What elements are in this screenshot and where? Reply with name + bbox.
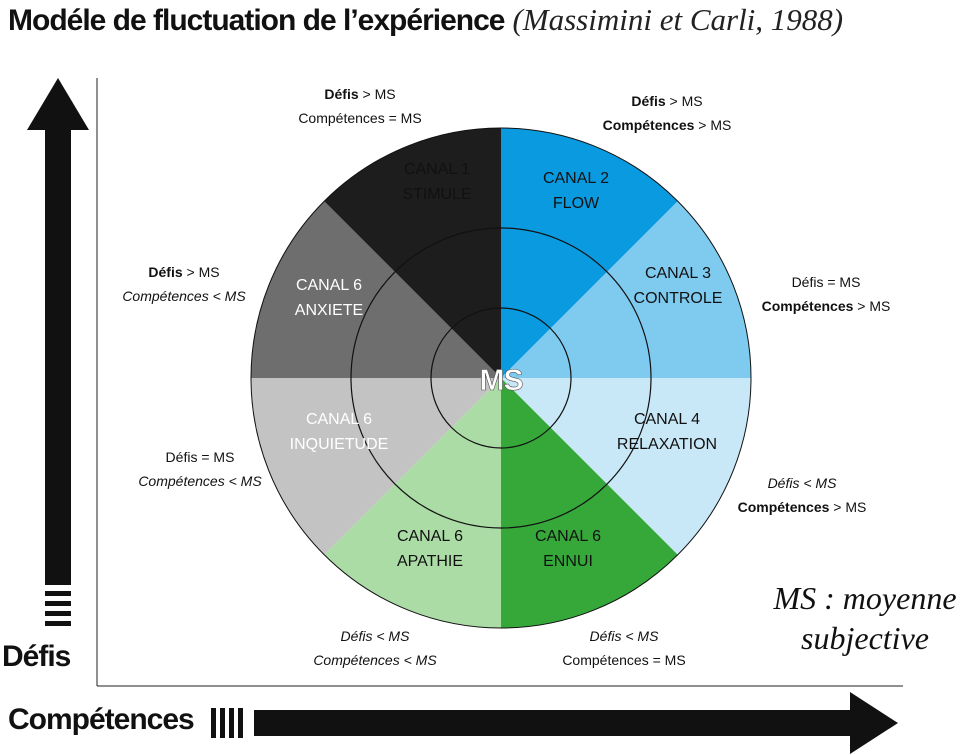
condition-competences: Compétences > MS — [602, 117, 732, 133]
condition-label-8: Défis > MS Compétences < MS — [122, 260, 245, 308]
ms-legend: MS : moyenne subjective — [755, 578, 975, 658]
defis-arrow — [27, 78, 89, 626]
condition-label-7: Défis = MS Compétences < MS — [138, 445, 261, 493]
condition-label-4: Défis < MS Compétences > MS — [738, 471, 867, 519]
center-ms-label: MS — [480, 364, 523, 397]
condition-competences: Compétences < MS — [313, 652, 437, 668]
condition-label-3: Défis = MS Compétences > MS — [762, 270, 891, 318]
inner-ring-2 — [430, 307, 572, 449]
condition-label-6: Défis < MS Compétences < MS — [313, 624, 436, 672]
condition-defis: Défis > MS — [631, 93, 703, 109]
condition-label-1: Défis > MS Compétences = MS — [298, 82, 421, 130]
condition-competences: Compétences > MS — [761, 298, 891, 314]
competences-arrow — [211, 692, 898, 754]
title-citation: (Massimini et Carli, 1988) — [512, 2, 844, 37]
condition-competences: Compétences = MS — [562, 652, 686, 668]
condition-defis: Défis > MS — [148, 264, 220, 280]
inner-ring-1 — [350, 227, 652, 529]
condition-defis: Défis < MS — [589, 628, 659, 644]
condition-defis: Défis < MS — [340, 628, 410, 644]
y-axis-label: Défis — [2, 640, 71, 673]
legend-line-1: MS : moyenne — [773, 580, 957, 616]
condition-label-2: Défis > MS Compétences > MS — [603, 89, 732, 137]
x-axis-label: Compétences — [8, 703, 195, 736]
condition-competences: Compétences < MS — [138, 473, 262, 489]
condition-competences: Compétences < MS — [122, 288, 246, 304]
condition-label-5: Défis < MS Compétences = MS — [562, 624, 685, 672]
outer-ring — [250, 127, 752, 629]
title-main: Modéle de fluctuation de l’expérience — [8, 4, 505, 37]
condition-defis: Défis < MS — [767, 475, 837, 491]
condition-defis: Défis > MS — [324, 86, 396, 102]
condition-defis: Défis = MS — [165, 449, 235, 465]
condition-competences: Compétences = MS — [298, 110, 422, 126]
diagram-title: Modéle de fluctuation de l’expérience(Ma… — [8, 2, 843, 38]
condition-defis: Défis = MS — [791, 274, 861, 290]
condition-competences: Compétences > MS — [737, 499, 867, 515]
legend-line-2: subjective — [801, 620, 929, 656]
